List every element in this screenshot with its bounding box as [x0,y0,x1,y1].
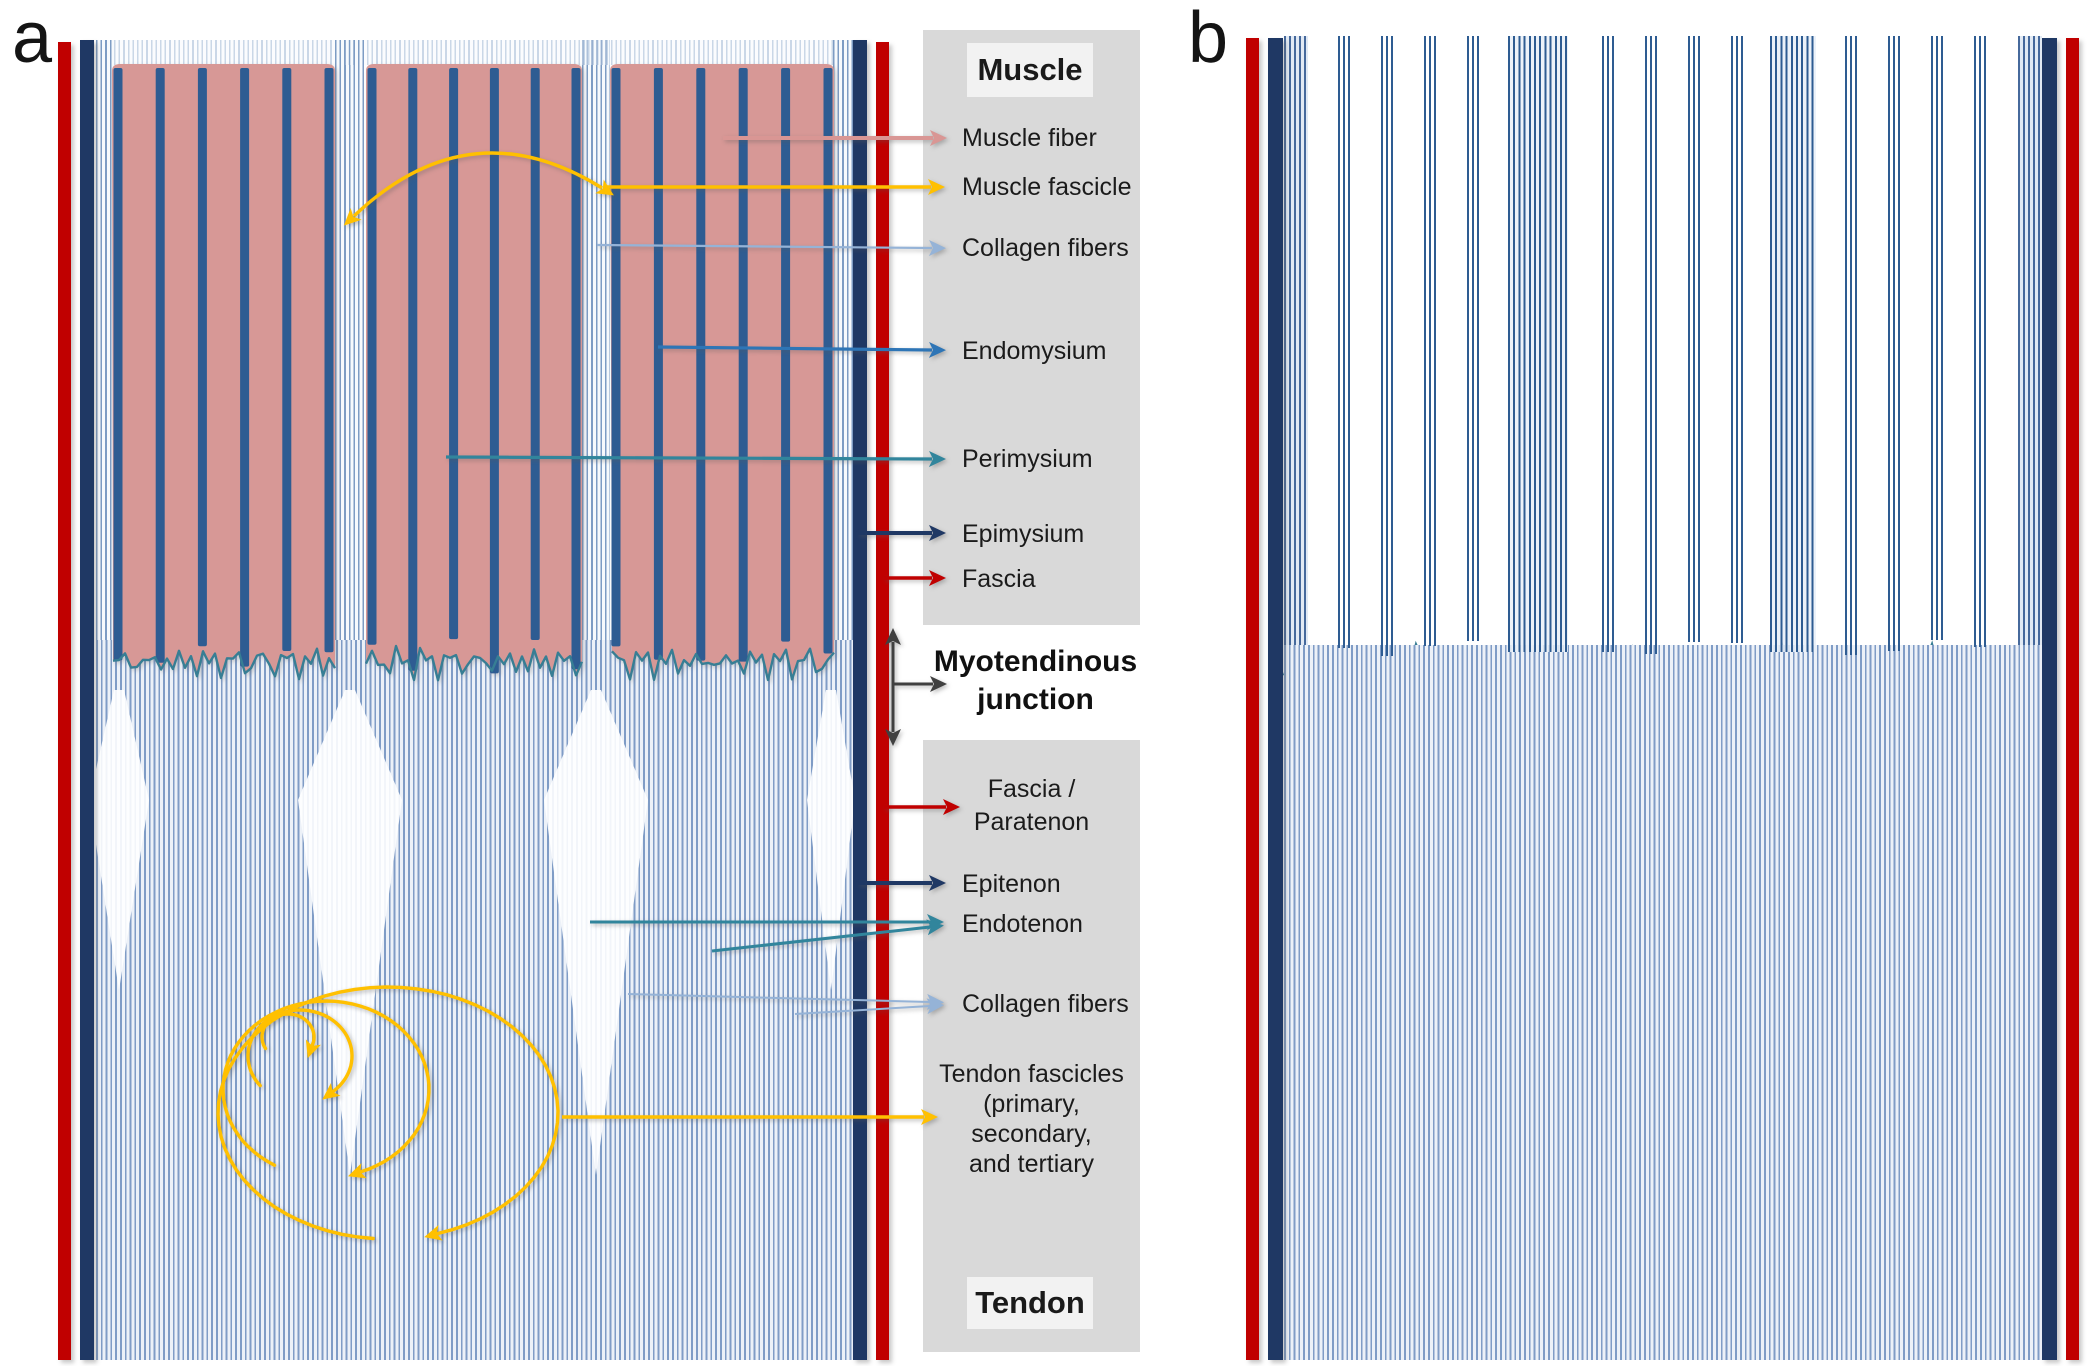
label-tendon-fascicles: Tendon fascicles (primary, secondary, an… [939,1060,1124,1178]
collagen-line-group [1338,36,1351,648]
collagen-line-group [1931,36,1944,641]
epitenon-band-left-b [1284,36,1308,660]
epimysium-bar-left-a [80,40,94,1360]
perimysium-band [833,40,853,648]
label-collagen-fibers-tendon: Collagen fibers [962,990,1129,1018]
collagen-line-group [1602,36,1615,652]
epitenon-band-right-b [2018,36,2042,660]
tendon-collagen-stripes-b [1284,645,2042,1360]
label-collagen-fibers-muscle: Collagen fibers [962,234,1129,262]
label-epimysium: Epimysium [962,520,1085,548]
muscle-section-title: Muscle [967,43,1093,97]
myotendinous-junction-label: Myotendinous junction [933,645,1138,716]
label-perimysium: Perimysium [962,445,1093,473]
collagen-line-group [1424,36,1437,646]
collagen-line-group [1731,36,1744,644]
tendon-collagen-stripes [96,640,853,1360]
collagen-line-group-wide [1770,36,1816,652]
collagen-line-group [1381,36,1394,656]
collagen-top-band [114,40,833,65]
label-fascia-paratenon: Fascia / Paratenon [973,775,1090,836]
perimysium-band [335,40,364,648]
label-fascia: Fascia [962,565,1036,593]
fascia-bar-left-a [58,42,71,1360]
legend-muscle-panel [923,30,1140,625]
muscle-fascicle-shapes [112,64,835,682]
epitenon-bar-left-b [1268,38,1283,1360]
collagen-line-group [1645,36,1658,655]
label-epitenon: Epitenon [962,870,1061,898]
perimysium-band [96,40,114,648]
collagen-line-group [1688,36,1701,643]
collagen-line-group [1974,36,1987,647]
fascia-bar-right-a [876,42,889,1360]
epimysium-bar-right-a [853,40,867,1360]
collagen-line-group [1888,36,1901,652]
panel-a-letter: a [12,0,53,78]
collagen-line-group [1467,36,1480,641]
label-muscle-fascicle: Muscle fascicle [962,173,1132,201]
paratenon-bar-left-b [1246,38,1259,1360]
label-endotenon: Endotenon [962,910,1083,938]
collagen-line-group [1845,36,1858,655]
epitenon-bar-right-b [2042,38,2057,1360]
label-endomysium: Endomysium [962,337,1107,365]
panel-b-letter: b [1188,0,1229,78]
label-muscle-fiber: Muscle fiber [962,124,1097,152]
paratenon-bar-right-b [2066,38,2079,1360]
tendon-section-title: Tendon [967,1277,1093,1329]
perimysium-band [582,40,610,648]
collagen-line-group-wide [1508,36,1568,652]
legend-tendon-panel [923,740,1140,1352]
